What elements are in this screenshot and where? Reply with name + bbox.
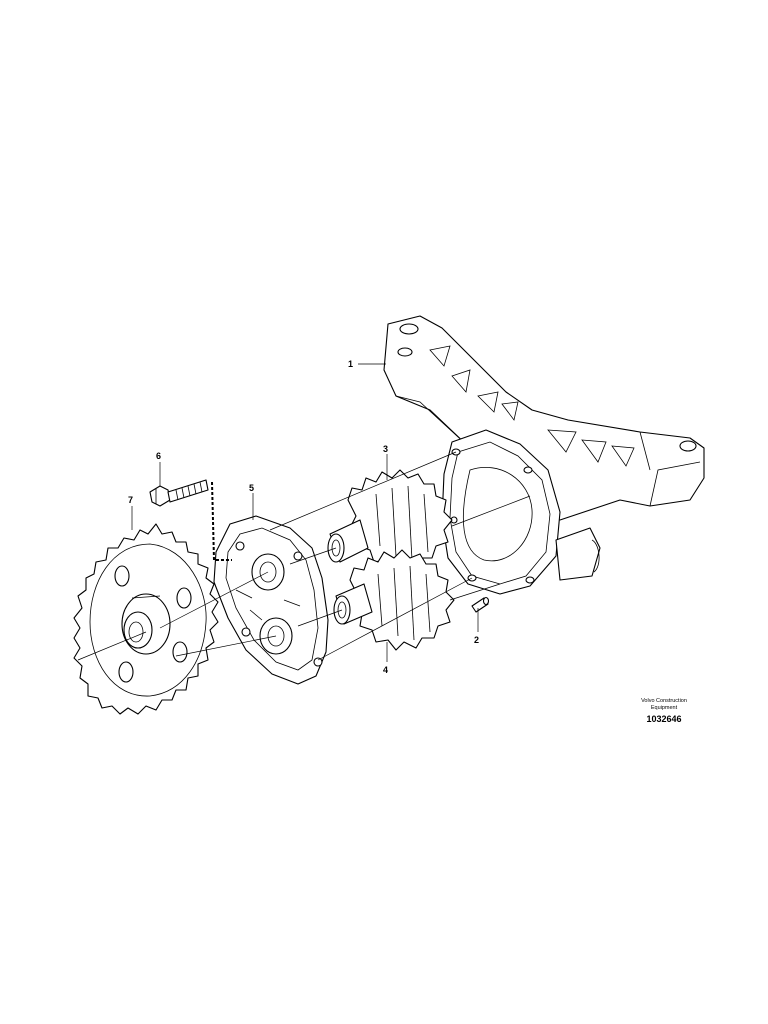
pump-gear-lower [333,549,455,651]
publisher-name-line1: Volvo Construction [641,698,687,704]
assembly-axis-lines [77,451,531,661]
bolt-alignment-line [211,481,232,561]
callout-7: 7 [128,495,133,505]
dowel-pin [471,596,490,613]
callout-4: 4 [383,665,388,675]
publisher-name-line2: Equipment [650,704,678,711]
callout-5: 5 [249,483,254,493]
callout-1: 1 [348,359,353,369]
pump-housing-bracket [383,315,705,595]
drawing-number: 1032646 [646,714,682,724]
callout-2: 2 [474,635,479,645]
publisher-label: Volvo Construction Equipment 1032646 [628,698,700,725]
callout-6: 6 [156,451,161,461]
pump-cover-plate [213,515,329,685]
pump-gear-upper [327,469,453,571]
callout-leaders [131,363,479,662]
callout-3: 3 [383,444,388,454]
drive-sprocket [73,523,219,715]
flange-bolt [149,479,209,507]
